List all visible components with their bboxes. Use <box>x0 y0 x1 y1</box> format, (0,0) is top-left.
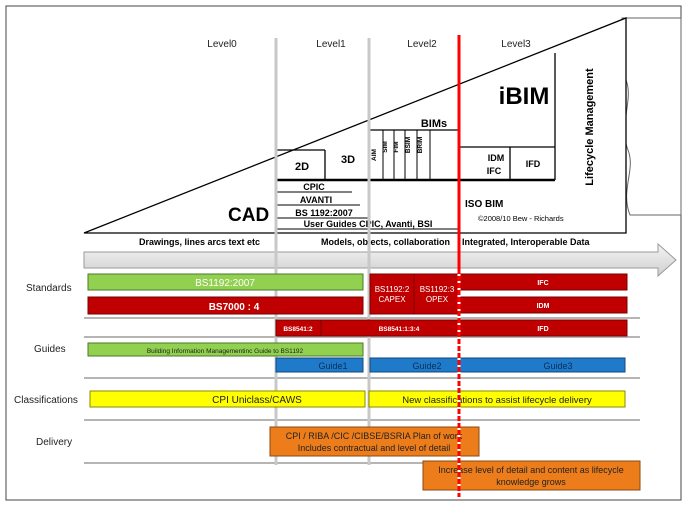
ifc-label: IFC <box>487 166 502 176</box>
cad-label: CAD <box>228 205 269 226</box>
sim-label: SIM <box>382 141 389 153</box>
opex-label: OPEX <box>426 295 449 304</box>
ibim-label: iBIM <box>499 83 550 110</box>
guide-building-info-label: Building Information Managementinc Guide… <box>147 348 304 355</box>
increase-detail-line2: knowledge grows <box>496 477 566 487</box>
plan-of-work-line2: Includes contractual and level of detail <box>298 443 451 453</box>
guide-building-info-bar <box>87 342 364 357</box>
new-classifications-label: New classifications to assist lifecycle … <box>402 395 592 406</box>
guide2-label: Guide2 <box>412 361 441 371</box>
bs8541-134-label: BS8541:1:3:4 <box>379 326 420 333</box>
level1-label: Level1 <box>316 39 346 50</box>
ifd-label: IFD <box>526 159 541 169</box>
avanti-label: AVANTI <box>300 195 332 205</box>
cpi-uniclass-bar <box>89 390 366 408</box>
capex-label: CAPEX <box>378 295 406 304</box>
standards-row-label: Standards <box>26 283 72 294</box>
guide1-label: Guide1 <box>318 361 347 371</box>
bs1192-2007-bar-label: BS1192:2007 <box>195 278 255 289</box>
bs1192-2-label: BS1192:2 <box>375 285 410 294</box>
level2-label: Level2 <box>407 39 437 50</box>
plan-of-work-box <box>269 426 480 457</box>
level3-label: Level3 <box>501 39 531 50</box>
plan-of-work-line1: CPI / RIBA /CIC /CIBSE/BSRIA Plan of wor… <box>286 431 463 441</box>
arrow-drawings-label: Drawings, lines arcs text etc <box>139 237 260 247</box>
guide3-label: Guide3 <box>543 361 572 371</box>
fim-label: FIM <box>393 141 400 152</box>
ifd-bar-label: IFD <box>537 326 548 333</box>
guide1-bar <box>275 357 364 373</box>
classifications-row-label: Classifications <box>14 395 78 406</box>
bs1192-2-capex-box <box>369 273 415 315</box>
iso-bim-label: ISO BIM <box>465 199 503 210</box>
idm-label: IDM <box>488 153 505 163</box>
lifecycle-management-label: Lifecycle Management <box>584 68 596 186</box>
guide3-bar <box>458 357 626 373</box>
arrow-integrated-label: Integrated, Interoperable Data <box>462 237 591 247</box>
bs8541-2-label: BS8541:2 <box>283 326 313 333</box>
copyright-label: ©2008/10 Bew - Richards <box>478 214 564 223</box>
cpi-uniclass-label: CPI Uniclass/CAWS <box>212 395 302 406</box>
bs1192-2007-label: BS 1192:2007 <box>295 208 353 218</box>
bs1192-3-opex-box <box>413 273 460 315</box>
progression-arrow <box>83 242 677 278</box>
delivery-row-label: Delivery <box>36 437 72 448</box>
level0-label: Level0 <box>207 39 237 50</box>
bims-label: BIMs <box>421 118 447 130</box>
bs7000-bar <box>87 296 364 315</box>
new-classifications-bar <box>368 390 626 408</box>
increase-detail-line1: Increase level of detail and content as … <box>438 465 624 475</box>
brim-label: BRIM <box>417 137 424 154</box>
bs1192-2007-bar <box>87 273 364 291</box>
torn-edge <box>621 17 682 216</box>
guides-row-label: Guides <box>34 344 66 355</box>
3d-label: 3D <box>341 154 355 166</box>
bs1192-3-label: BS1192:3 <box>420 285 455 294</box>
bs7000-bar-label: BS7000 : 4 <box>209 302 260 313</box>
2d-label: 2D <box>295 161 309 173</box>
arrow-models-label: Models, objects, collaboration <box>321 237 450 247</box>
ifc-bar-label: IFC <box>537 280 548 287</box>
bsim-label: BSIM <box>405 137 412 153</box>
idm-bar-label: IDM <box>537 303 550 310</box>
aim-label: AIM <box>371 149 378 161</box>
cpic-label: CPIC <box>303 182 325 192</box>
